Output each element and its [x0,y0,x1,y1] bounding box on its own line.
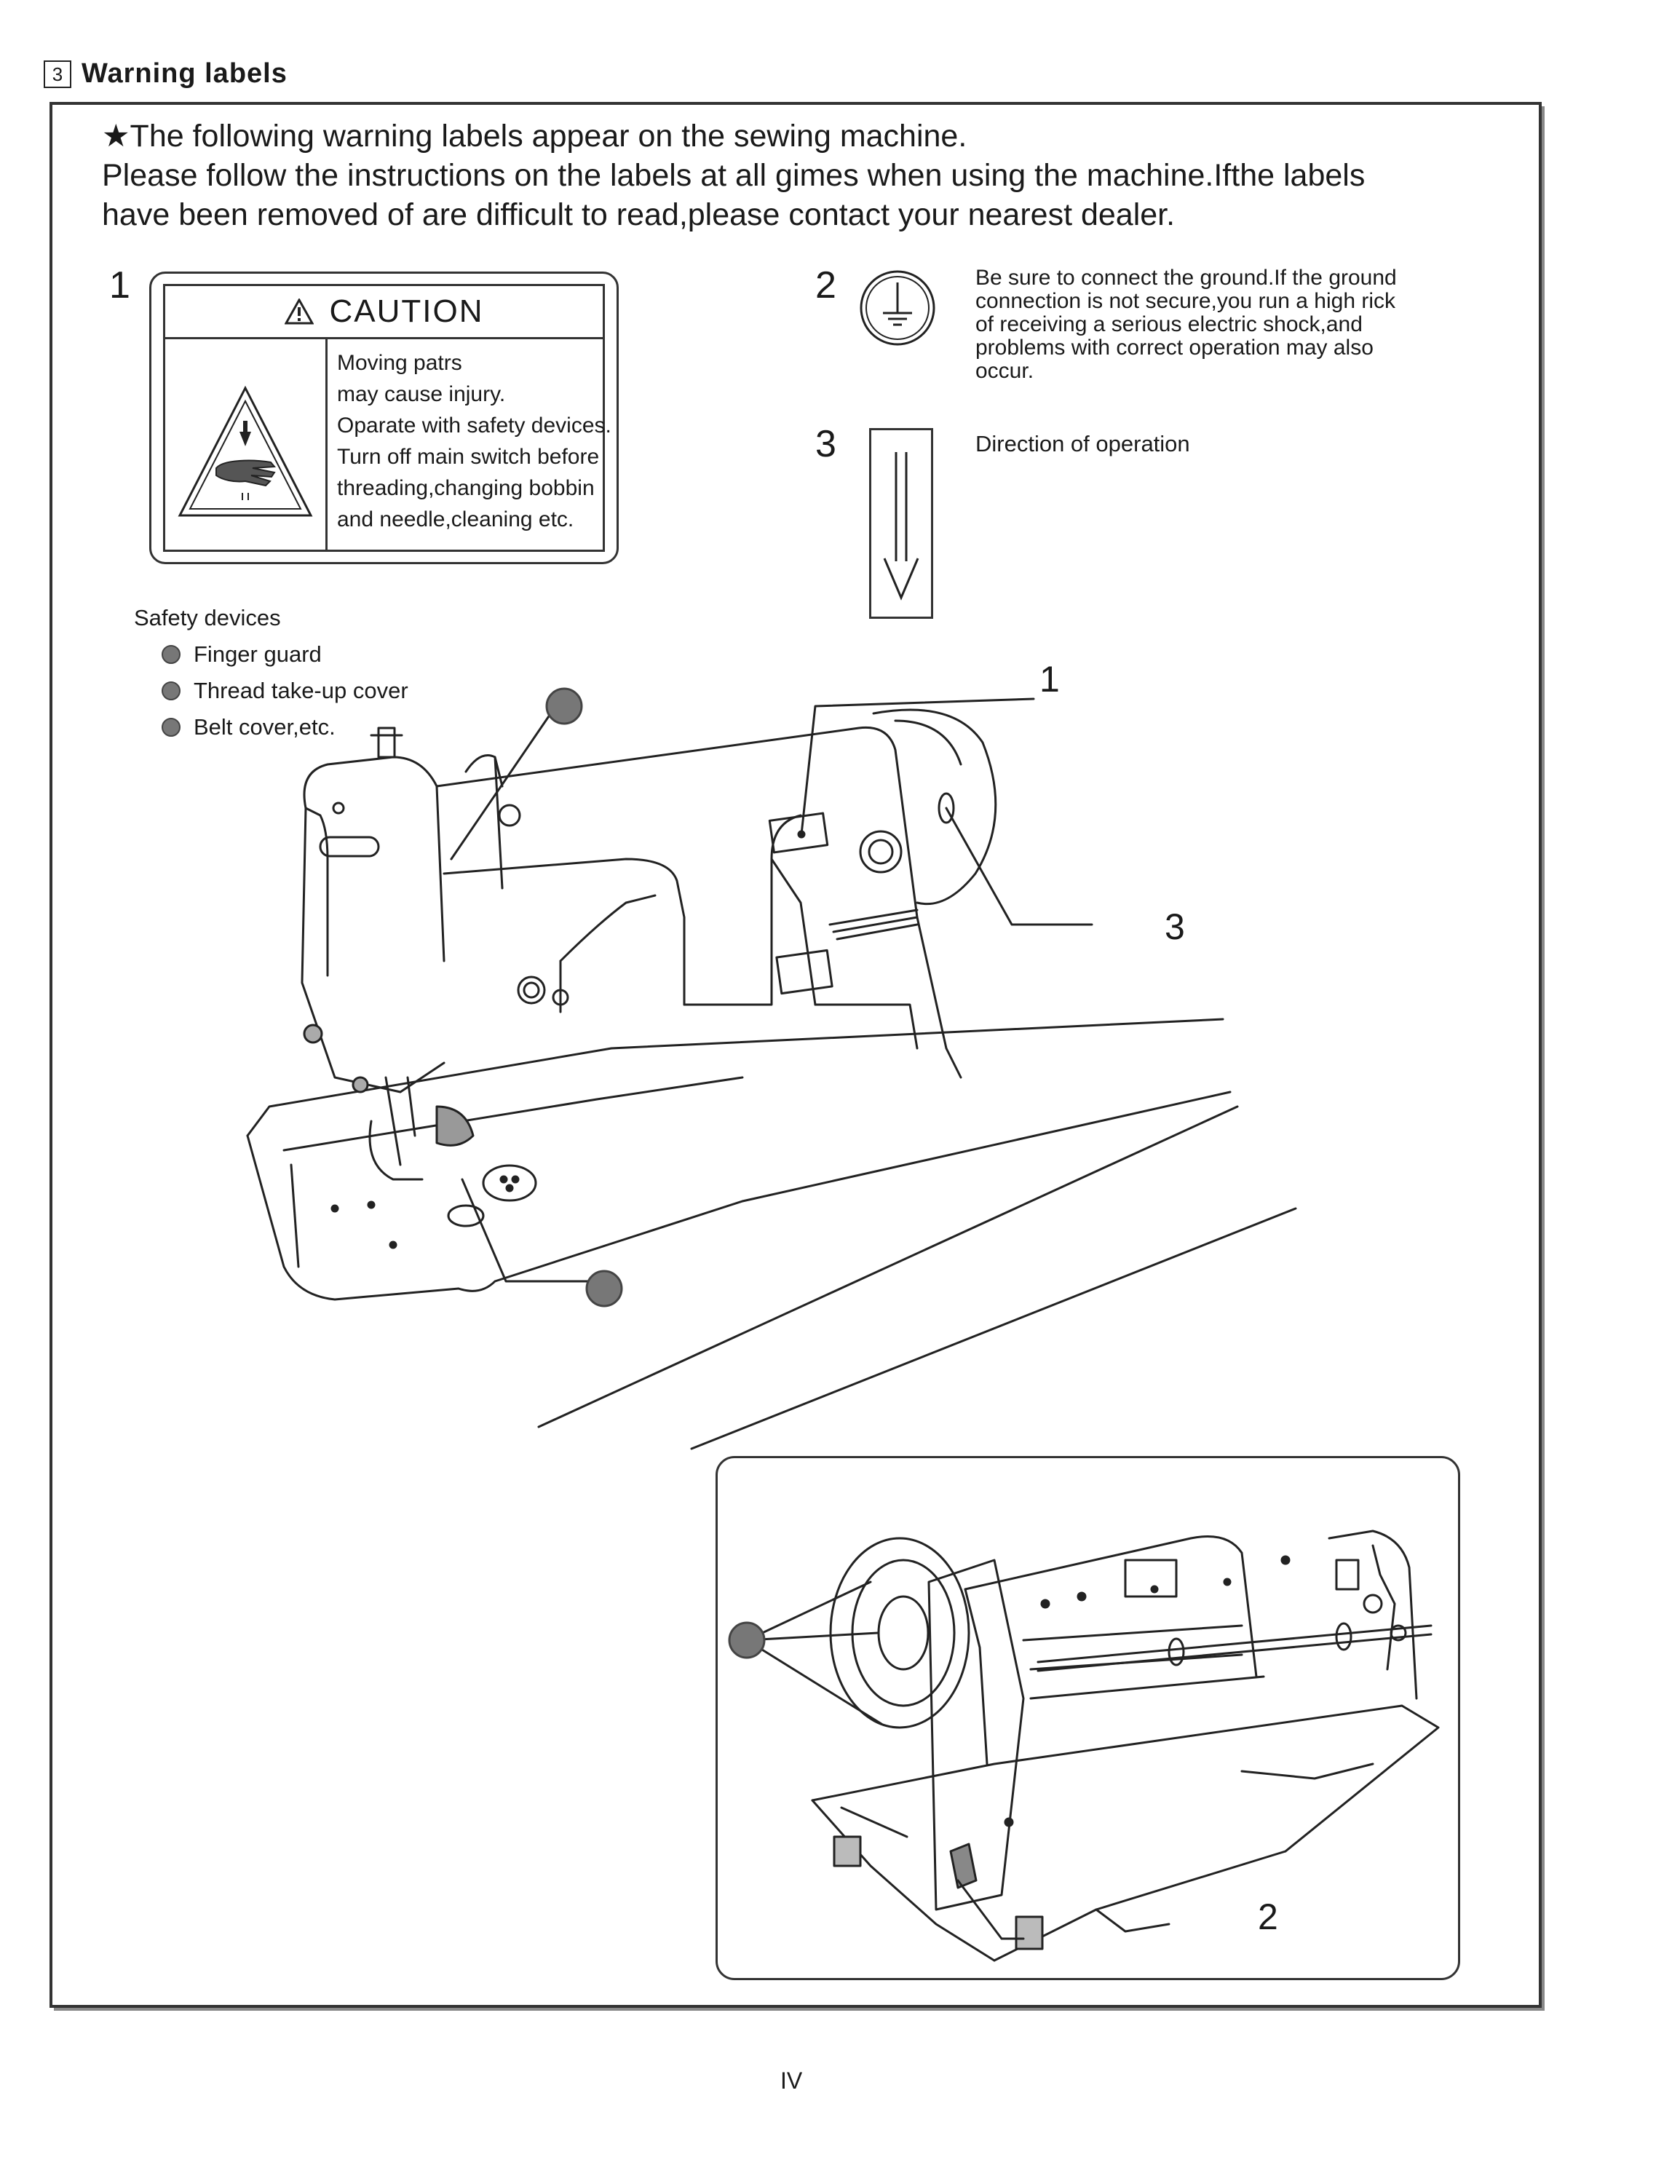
caution-line: may cause injury. [337,382,506,406]
intro-line-1: ★The following warning labels appear on … [102,119,967,154]
callout-2: 2 [1258,1896,1278,1937]
bullet-icon [162,645,181,664]
intro-line-2: Please follow the instructions on the la… [102,158,1366,193]
sewing-machine-rear-illustration [728,1530,1440,1962]
safety-item: Belt cover,etc. [162,709,408,745]
content-frame [49,102,1542,2008]
frame-shadow-bottom [54,2006,1545,2011]
sewing-machine-front-illustration [246,687,1297,1450]
caution-line: threading,changing bobbin [337,476,595,500]
direction-arrow-label [869,428,933,619]
page-number: IV [780,2068,803,2094]
caution-line: Oparate with safety devices. [337,414,611,438]
caution-header: CAUTION [165,286,603,339]
safety-item: Finger guard [162,636,408,673]
ground-line: problems with correct operation may also [975,336,1374,360]
caution-line: and needle,cleaning etc. [337,507,574,531]
label-3-number: 3 [815,423,836,465]
direction-text: Direction of operation [975,431,1190,456]
hand-hazard-icon [165,337,328,550]
label-2-number: 2 [815,264,836,306]
caution-text: Moving patrs may cause injury. Oparate w… [337,347,611,535]
frame-shadow-right [1540,106,1545,2009]
caution-label: CAUTION Moving patrs may cause injury. O… [149,272,619,564]
section-number: 3 [44,60,71,88]
section-title: Warning labels [82,58,288,89]
safety-heading: Safety devices [134,605,281,630]
ground-line: occur. [975,359,1034,383]
callout-1: 1 [1039,659,1060,700]
caution-line: Turn off main switch before [337,445,600,469]
ground-warning-text: Be sure to connect the ground.If the gro… [975,266,1485,383]
caution-title: CAUTION [329,293,484,329]
caution-line: Moving patrs [337,351,462,375]
label-1-number: 1 [109,264,130,306]
bullet-icon [162,718,181,737]
section-heading: 3 Warning labels [44,58,288,90]
ground-line: Be sure to connect the ground.If the gro… [975,266,1397,290]
ground-line: of receiving a serious electric shock,an… [975,312,1363,336]
callout-3: 3 [1165,906,1185,947]
caution-label-inner: CAUTION Moving patrs may cause injury. O… [163,284,611,552]
arrow-down-icon [883,452,919,601]
intro-text: ★The following warning labels appear on … [102,116,1485,234]
safety-item: Thread take-up cover [162,673,408,709]
ground-symbol-icon [860,270,935,346]
safety-devices: Safety devices Finger guard Thread take-… [134,600,408,745]
ground-line: connection is not secure,you run a high … [975,289,1395,313]
intro-line-3: have been removed of are difficult to re… [102,197,1176,232]
rear-view-inset [716,1456,1460,1980]
bullet-icon [162,681,181,700]
warning-triangle-icon [284,298,314,325]
